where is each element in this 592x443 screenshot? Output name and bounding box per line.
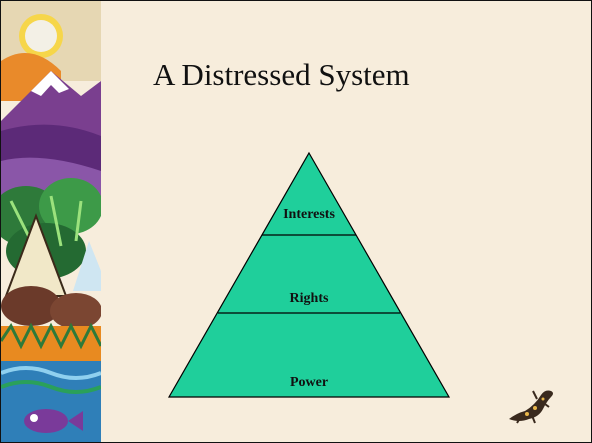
slide-title: A Distressed System <box>153 57 410 92</box>
lizard-icon <box>509 390 553 424</box>
pyramid-level-interests: Interests <box>283 207 335 222</box>
decorative-border <box>1 1 101 442</box>
fish-icon <box>24 409 68 433</box>
pyramid-diagram <box>167 151 451 398</box>
pyramid-shape <box>167 151 451 398</box>
pyramid-level-power: Power <box>289 375 329 390</box>
pyramid-level-rights: Rights <box>289 291 329 306</box>
